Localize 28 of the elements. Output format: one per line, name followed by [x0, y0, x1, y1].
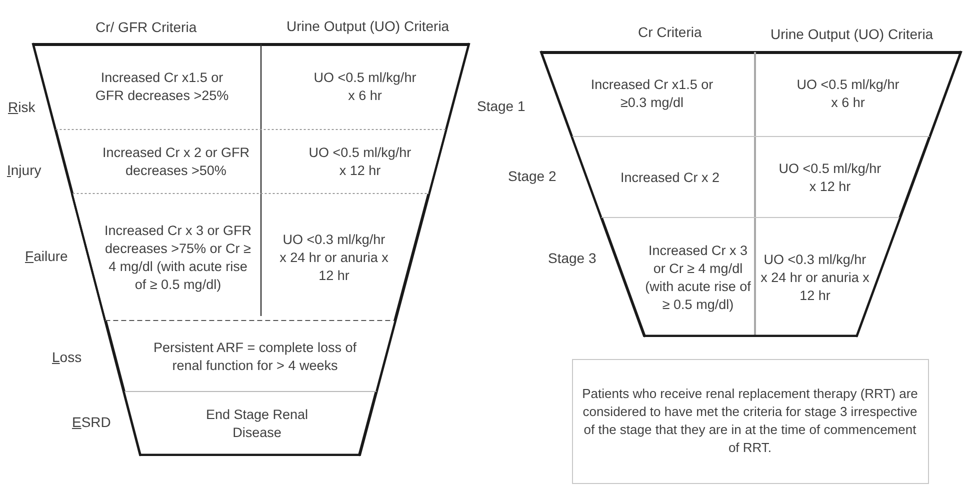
- column-heading: Cr/ GFR Criteria: [96, 18, 197, 36]
- criteria-text: UO <0.5 ml/kg/hr x 12 hr: [308, 144, 412, 180]
- criteria-text: UO <0.5 ml/kg/hr x 6 hr: [796, 76, 900, 112]
- note-box: [572, 359, 929, 484]
- criteria-text: Increased Cr x1.5 or ≥0.3 mg/dl: [590, 76, 714, 112]
- stage-label: Stage 3: [548, 249, 596, 267]
- criteria-text: Increased Cr x1.5 or GFR decreases >25%: [94, 68, 230, 104]
- stage-label: Stage 1: [477, 97, 526, 115]
- criteria-text: Increased Cr x 3 or Cr ≥ 4 mg/dl (with acute rise of ≥ 0.5 mg/dl): [644, 242, 752, 314]
- criteria-text: Persistent ARF = complete loss of renal function for > 4 weeks: [152, 338, 357, 374]
- criteria-text: UO <0.3 ml/kg/hr x 24 hr or anuria x 12 hr: [760, 250, 870, 304]
- criteria-text: UO <0.5 ml/kg/hr x 6 hr: [313, 68, 417, 104]
- criteria-text: Increased Cr x 2: [619, 168, 720, 186]
- stage-label: ESRD: [72, 413, 111, 431]
- criteria-text: Increased Cr x 3 or GFR decreases >75% or Cr ≥ 4 mg/dl (with acute rise of ≥ 0.5 mg/dl): [103, 222, 252, 294]
- stage-label: Injury: [7, 161, 42, 179]
- stage-label: Stage 2: [508, 167, 556, 185]
- criteria-text: Increased Cr x 2 or GFR decreases >50%: [101, 144, 250, 180]
- stage-label: Failure: [25, 247, 68, 265]
- criteria-text: UO <0.5 ml/kg/hr x 12 hr: [778, 160, 882, 196]
- stage-label: Risk: [8, 98, 36, 116]
- note-text: Patients who receive renal replacement therapy (RRT) are considered to have met the criteria for stage 3 irrespective of the stage that they are in at the time of commencement of RRT.: [582, 385, 918, 457]
- criteria-text: UO <0.3 ml/kg/hr x 24 hr or anuria x 12 hr: [278, 230, 389, 284]
- column-heading: Cr Criteria: [638, 23, 702, 41]
- criteria-text: End Stage Renal Disease: [204, 406, 309, 442]
- column-heading: Urine Output (UO) Criteria: [770, 25, 934, 43]
- column-heading: Urine Output (UO) Criteria: [286, 17, 450, 35]
- stage-label: Loss: [52, 348, 82, 366]
